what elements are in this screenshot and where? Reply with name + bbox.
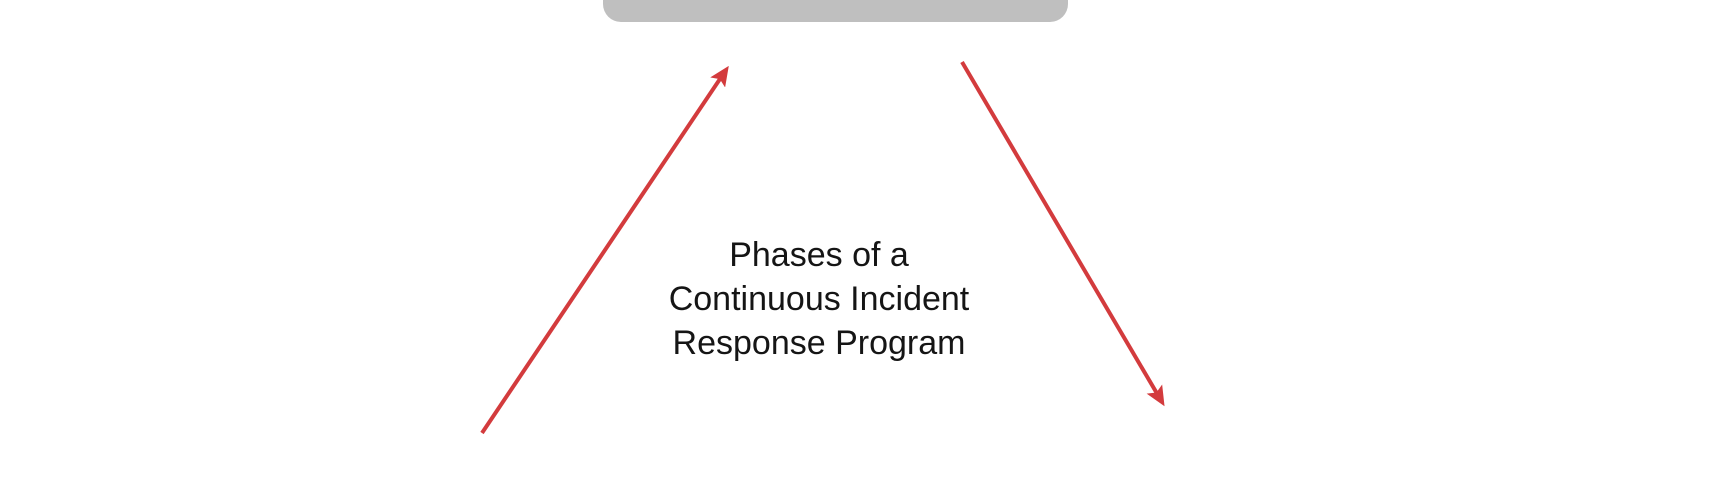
diagram-title-line-3: Response Program: [672, 324, 966, 362]
diagram-title-line-2: Continuous Incident: [668, 280, 970, 318]
cycle-node-top: [603, 0, 1068, 22]
up-right-arrow: [480, 65, 729, 435]
diagram-title-line-1: Phases of a: [729, 236, 909, 274]
diagram-title: Phases of a Continuous Incident Response…: [619, 233, 1019, 365]
down-right-arrow: [960, 60, 1165, 407]
